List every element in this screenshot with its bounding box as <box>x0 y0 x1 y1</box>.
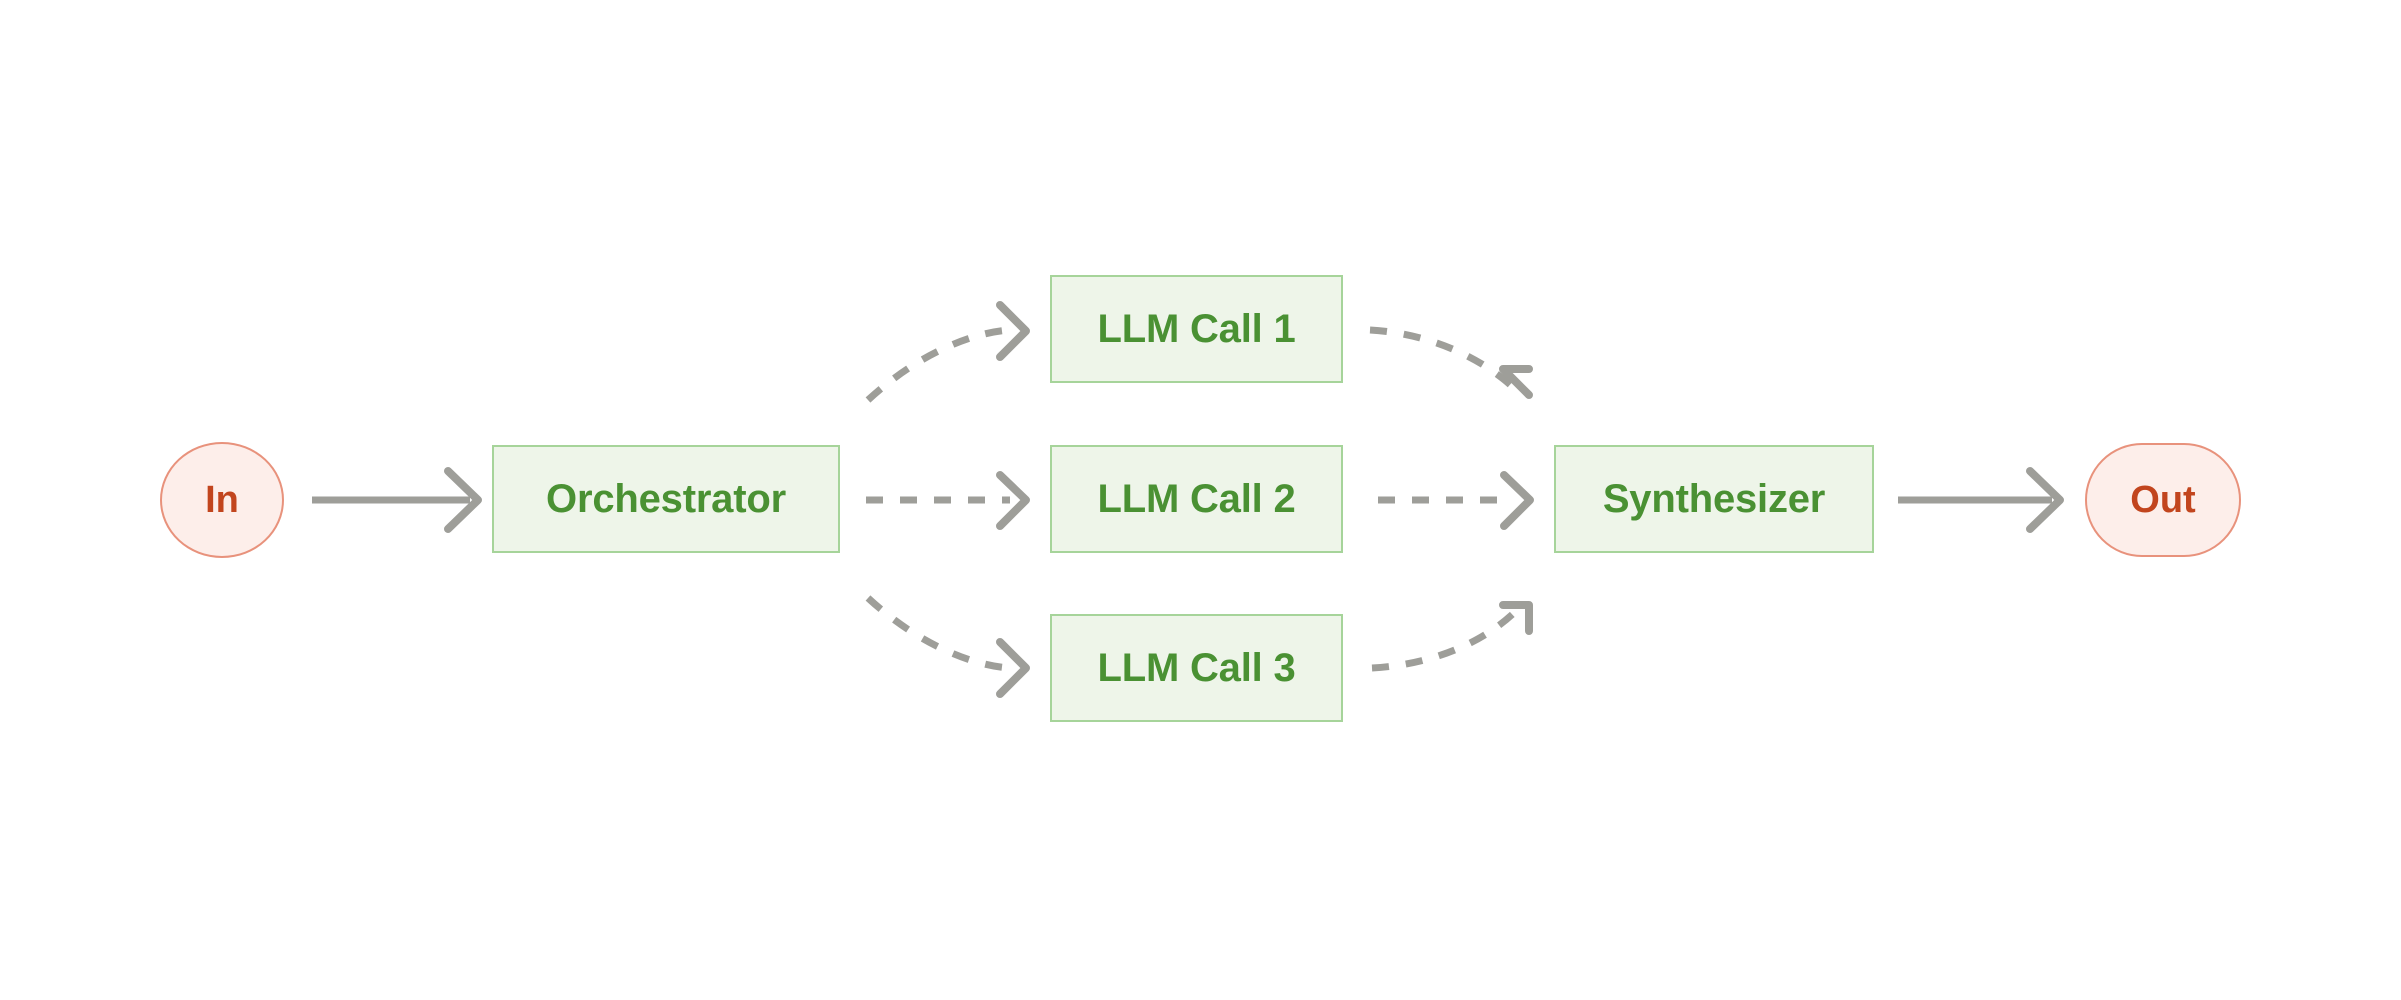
node-orchestrator[interactable]: Orchestrator <box>492 445 840 553</box>
node-in-label: In <box>205 479 239 521</box>
node-llm-call-3[interactable]: LLM Call 3 <box>1050 614 1343 722</box>
node-llm-call-1-label: LLM Call 1 <box>1097 307 1296 351</box>
node-llm-call-1[interactable]: LLM Call 1 <box>1050 275 1343 383</box>
node-out-label: Out <box>2130 479 2196 521</box>
node-orchestrator-label: Orchestrator <box>546 477 786 521</box>
node-synthesizer[interactable]: Synthesizer <box>1554 445 1874 553</box>
edge-llm3-to-synthesizer <box>1371 601 1533 672</box>
edge-in-to-orchestrator <box>312 467 482 533</box>
edge-llm1-to-synthesizer <box>1369 326 1533 399</box>
node-synthesizer-label: Synthesizer <box>1602 477 1826 521</box>
node-in[interactable]: In <box>160 442 284 558</box>
node-llm-call-2[interactable]: LLM Call 2 <box>1050 445 1343 553</box>
edge-synthesizer-to-out <box>1898 467 2064 533</box>
node-llm-call-2-label: LLM Call 2 <box>1097 477 1296 521</box>
node-out[interactable]: Out <box>2085 443 2241 557</box>
edge-orchestrator-to-llm3 <box>865 595 1030 698</box>
node-llm-call-3-label: LLM Call 3 <box>1097 646 1296 690</box>
edge-orchestrator-to-llm1 <box>865 301 1030 403</box>
edge-orchestrator-to-llm2 <box>866 471 1030 530</box>
edge-llm2-to-synthesizer <box>1378 471 1534 530</box>
